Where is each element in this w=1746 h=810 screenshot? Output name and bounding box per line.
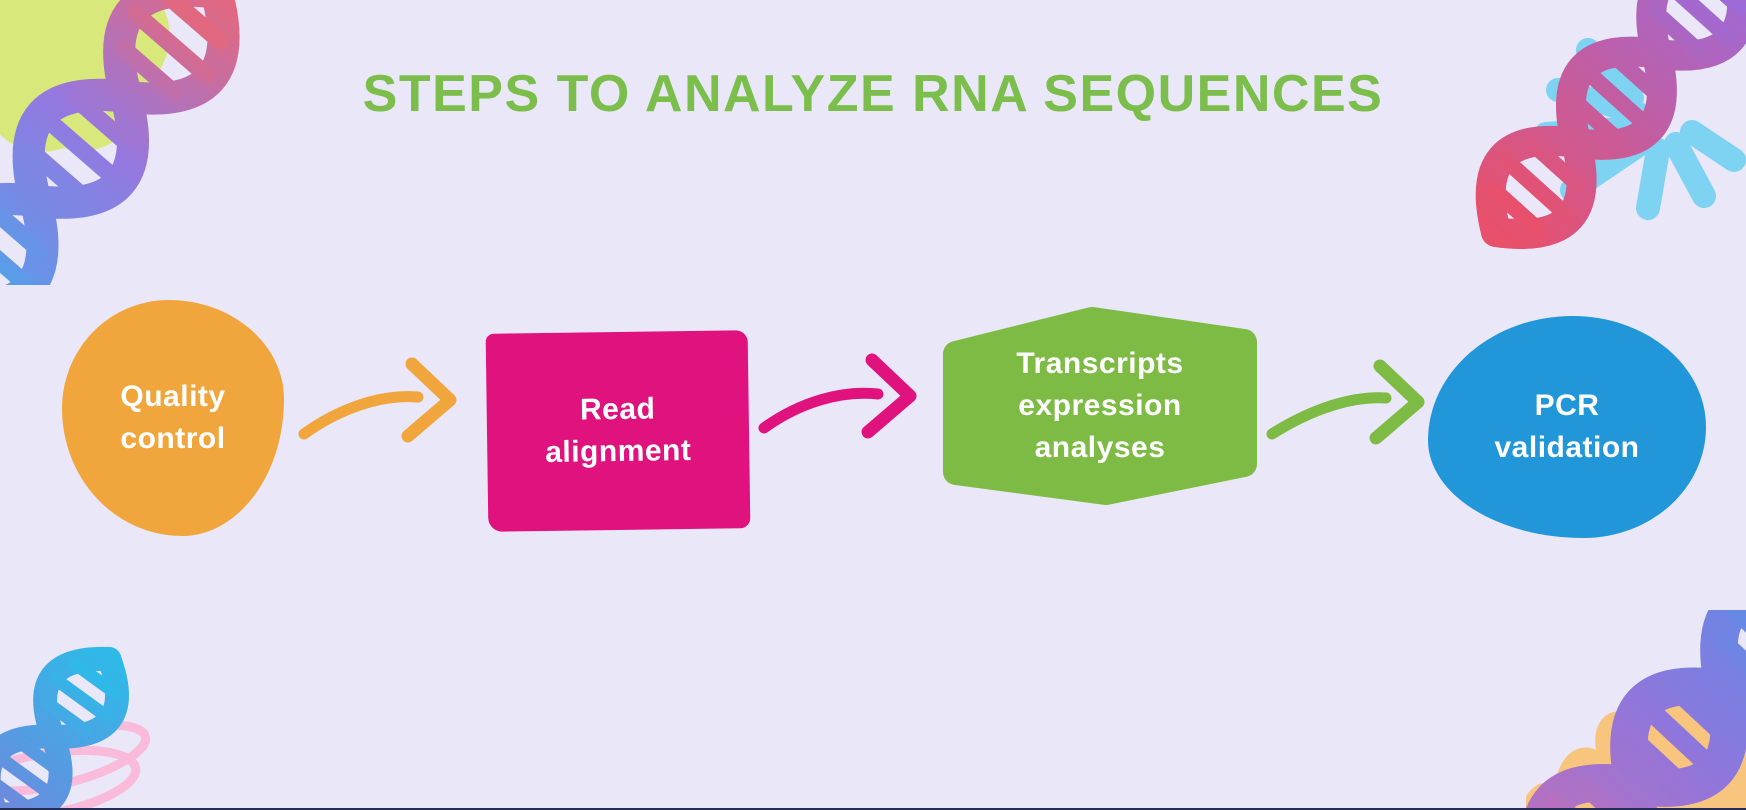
decoration-top-left bbox=[0, 0, 270, 285]
step-label: Transcripts expression analyses bbox=[1016, 347, 1184, 464]
step-label: Read alignment bbox=[544, 392, 692, 470]
page-title: STEPS TO ANALYZE RNA SEQUENCES bbox=[362, 65, 1384, 123]
dna-helix-icon bbox=[1526, 610, 1746, 810]
step-label: Quality control bbox=[120, 380, 226, 455]
window-bottom-edge bbox=[0, 808, 1746, 810]
decoration-bottom-left bbox=[0, 630, 190, 810]
pink-squiggle bbox=[0, 720, 151, 810]
flow-arrow-icon bbox=[298, 352, 458, 448]
flow-arrow-icon bbox=[758, 348, 918, 444]
orange-splat bbox=[1553, 676, 1746, 810]
flow-arrow-icon bbox=[1266, 352, 1426, 448]
dna-helix-icon bbox=[1475, 0, 1746, 250]
step-pcr-validation: PCR validation bbox=[1428, 316, 1706, 538]
rounded-hexagon-shape bbox=[943, 307, 1257, 505]
decoration-bottom-right bbox=[1526, 610, 1746, 810]
orange-splat-finger bbox=[1526, 782, 1562, 810]
step-quality-control: Quality control bbox=[62, 300, 284, 536]
dna-helix-icon bbox=[0, 0, 240, 285]
step-transcripts-expression-analyses: Transcripts expression analyses bbox=[942, 306, 1258, 506]
decoration-top-right bbox=[1466, 0, 1746, 250]
dna-helix-icon bbox=[0, 646, 151, 810]
step-read-alignment: Read alignment bbox=[485, 330, 751, 532]
step-label: PCR validation bbox=[1494, 389, 1640, 464]
